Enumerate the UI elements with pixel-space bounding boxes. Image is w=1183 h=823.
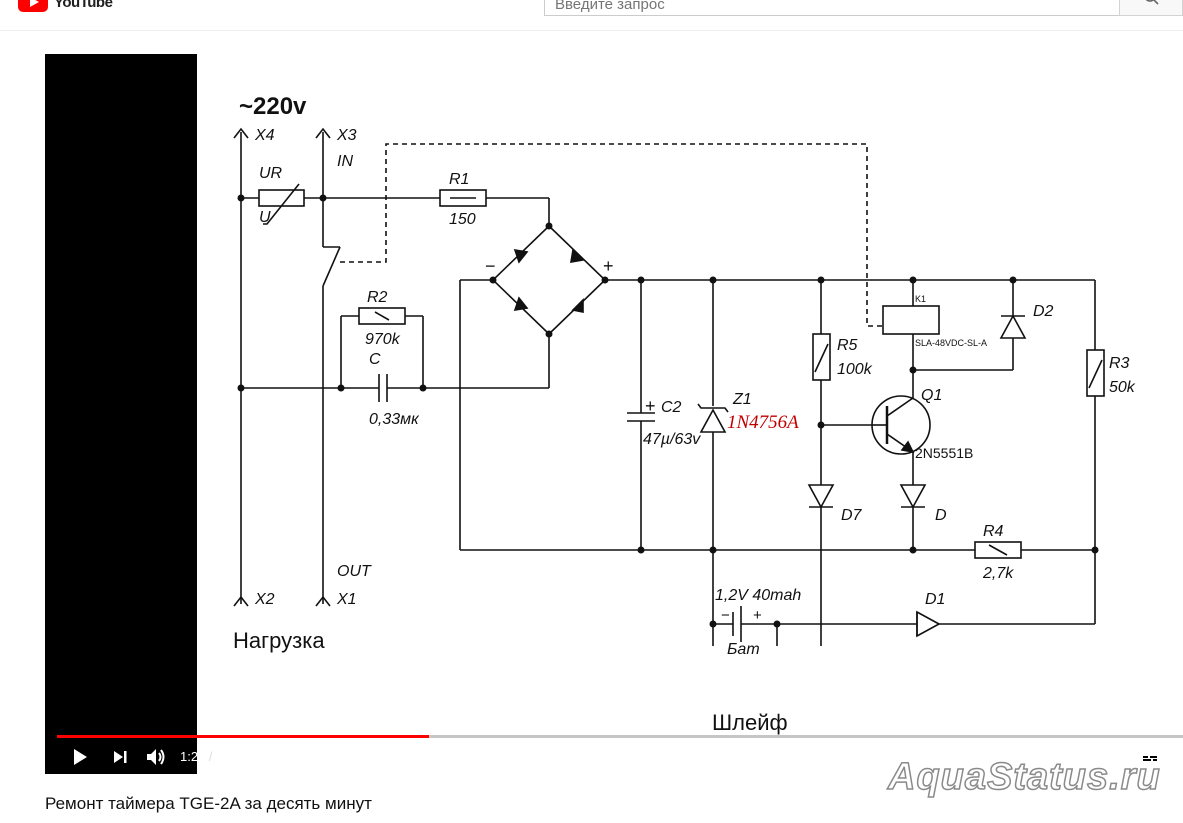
play-icon	[74, 749, 87, 765]
d7-label: D7	[841, 507, 863, 524]
watermark-text: AquaStatus.ru	[887, 755, 1161, 799]
c2-label: C2	[661, 399, 682, 416]
search-button[interactable]	[1119, 0, 1183, 16]
z1-value: 1N4756A	[727, 412, 799, 433]
r3-value: 50k	[1109, 379, 1136, 396]
supply-label: ~220v	[239, 93, 307, 120]
c2-plus-label: +	[645, 396, 656, 416]
r5-value: 100k	[837, 361, 873, 378]
r4-value: 2,7k	[982, 565, 1014, 582]
x2-label: X2	[254, 591, 275, 608]
search-icon	[1145, 0, 1159, 5]
r1-label: R1	[449, 171, 469, 188]
video-frame[interactable]: ~220v X4 X3 IN UR U R1 150 R2 970k C 0,3…	[197, 54, 1183, 774]
logo-text: YouTube	[54, 0, 113, 11]
top-bar: YouTube	[0, 0, 1183, 31]
r1-value: 150	[449, 211, 476, 228]
volume-button[interactable]	[143, 744, 169, 770]
q1-value: 2N5551B	[915, 445, 973, 461]
youtube-play-logo-icon	[18, 0, 48, 12]
loop-label: Шлейф	[712, 710, 788, 735]
x4-label: X4	[254, 127, 275, 144]
youtube-logo[interactable]: YouTube	[18, 0, 113, 12]
k1-label: K1	[915, 294, 926, 304]
circuit-schematic: ~220v X4 X3 IN UR U R1 150 R2 970k C 0,3…	[233, 93, 1136, 735]
video-title[interactable]: Ремонт таймера TGE-2A за десять минут	[45, 794, 372, 813]
r2-label: R2	[367, 289, 388, 306]
d2-label: D2	[1033, 303, 1054, 320]
r4-label: R4	[983, 523, 1004, 540]
volume-icon	[147, 749, 165, 765]
time-current: 1:28	[180, 749, 206, 764]
time-display: 1:28 / 4:20	[180, 749, 241, 764]
in-label: IN	[337, 153, 353, 170]
video-player[interactable]: ~220v X4 X3 IN UR U R1 150 R2 970k C 0,3…	[45, 54, 1183, 774]
battery-label: 1,2V 40mah	[715, 587, 801, 604]
bat-minus-label: −	[721, 607, 730, 624]
u-label: U	[259, 209, 271, 226]
progress-bar[interactable]	[57, 735, 1183, 738]
r3-label: R3	[1109, 355, 1130, 372]
player-controls: 1:28 / 4:20	[45, 740, 1183, 774]
bridge-minus-label: −	[485, 256, 496, 276]
q1-label: Q1	[921, 387, 942, 404]
next-icon	[114, 751, 127, 763]
bridge-plus-label: +	[603, 256, 614, 276]
r2-value: 970k	[365, 331, 401, 348]
subtitles-button[interactable]	[1137, 744, 1163, 770]
play-button[interactable]	[67, 744, 93, 770]
d-label: D	[935, 507, 947, 524]
z1-label: Z1	[732, 391, 752, 408]
load-label: Нагрузка	[233, 628, 325, 653]
search-input[interactable]	[555, 0, 1095, 15]
out-label: OUT	[337, 563, 372, 580]
k1-value: SLA-48VDC-SL-A	[915, 338, 987, 348]
c-label: C	[369, 351, 381, 368]
c2-value: 47µ/63v	[643, 431, 701, 448]
progress-played	[57, 735, 429, 738]
c-value: 0,33мк	[369, 411, 420, 428]
search-box[interactable]	[544, 0, 1120, 16]
ur-label: UR	[259, 165, 283, 182]
subtitles-icon	[1140, 750, 1160, 764]
r5-label: R5	[837, 337, 858, 354]
x3-label: X3	[336, 127, 357, 144]
next-button[interactable]	[107, 744, 133, 770]
d1-label: D1	[925, 591, 945, 608]
time-separator: /	[205, 749, 217, 764]
bat-label: Бат	[727, 641, 760, 658]
x1-label: X1	[336, 591, 357, 608]
bat-plus-label: +	[753, 607, 762, 624]
time-total: 4:20	[216, 749, 242, 764]
